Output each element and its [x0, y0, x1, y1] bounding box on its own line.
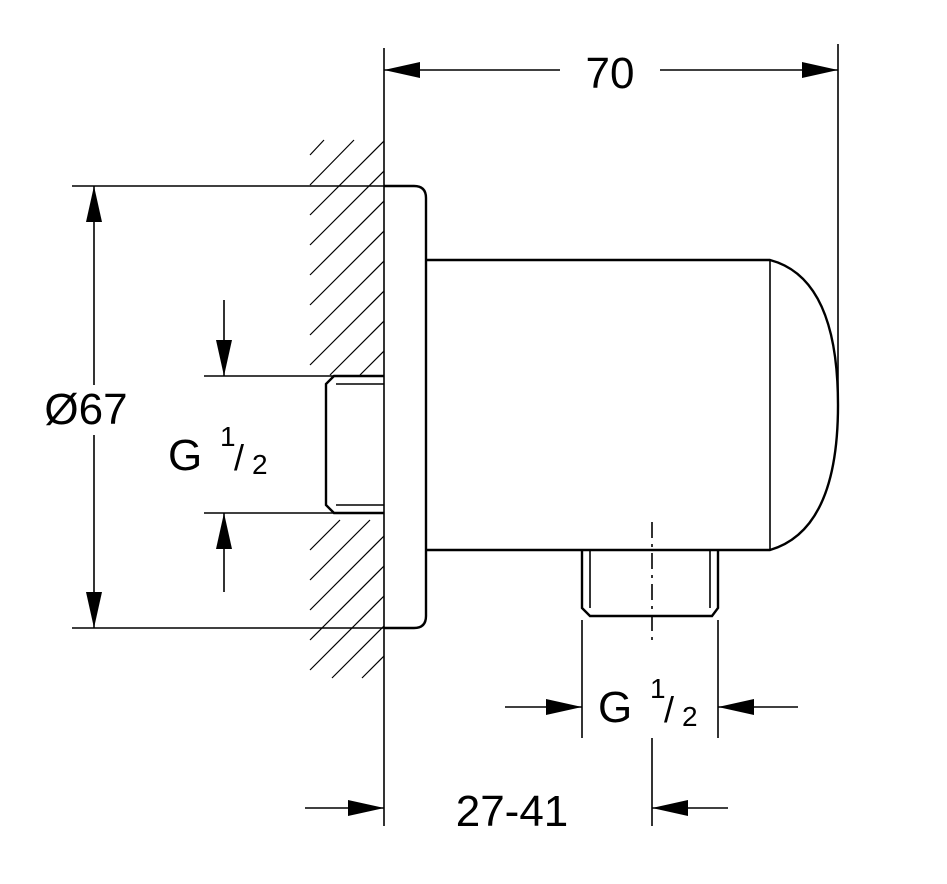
- dimension-27-41: [305, 678, 728, 826]
- svg-text:1: 1: [220, 421, 236, 452]
- dimension-diameter-label: Ø67: [44, 385, 127, 434]
- dimension-27-41-label: 27-41: [456, 787, 569, 836]
- body: [426, 258, 840, 552]
- svg-text:1: 1: [650, 673, 666, 704]
- inlet-thread-label: G 1 / 2: [168, 421, 268, 480]
- svg-text:G: G: [168, 431, 202, 480]
- svg-text:/: /: [234, 437, 244, 478]
- dimension-outlet-thread: [505, 620, 798, 738]
- svg-text:2: 2: [252, 449, 268, 480]
- svg-text:2: 2: [682, 701, 698, 732]
- svg-text:G: G: [598, 683, 632, 732]
- dimension-inlet-thread: [204, 300, 384, 592]
- svg-text:/: /: [664, 689, 674, 730]
- dimension-70: [383, 44, 839, 400]
- inlet-thread: [324, 374, 384, 515]
- dimension-70-label: 70: [586, 49, 635, 98]
- dimension-diameter: [72, 185, 384, 629]
- outlet-thread: [580, 550, 720, 618]
- wall-hatching: [309, 139, 385, 679]
- flange: [384, 184, 428, 630]
- outlet-thread-label: G 1 / 2: [598, 673, 698, 732]
